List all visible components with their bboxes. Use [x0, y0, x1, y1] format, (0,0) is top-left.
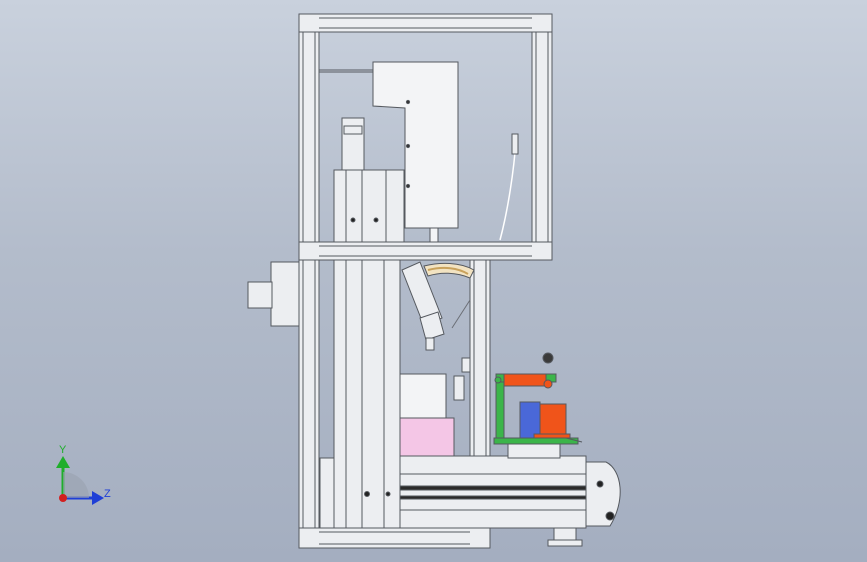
coordinate-triad: Y Z — [56, 444, 111, 505]
triad-z-label: Z — [104, 488, 111, 500]
side-motor[interactable] — [247, 261, 300, 327]
upper-head-housing[interactable] — [319, 61, 459, 243]
loose-cable — [499, 133, 519, 241]
gripper-arm[interactable] — [401, 261, 475, 351]
horizontal-linear-rail[interactable] — [399, 455, 621, 547]
frame-assembly[interactable] — [298, 13, 553, 549]
vertical-linear-actuator[interactable] — [319, 169, 405, 529]
rail-bracket[interactable] — [341, 117, 365, 171]
test-fixture[interactable] — [493, 352, 583, 459]
lower-control-box[interactable] — [399, 357, 471, 457]
triad-y-label: Y — [59, 444, 67, 456]
